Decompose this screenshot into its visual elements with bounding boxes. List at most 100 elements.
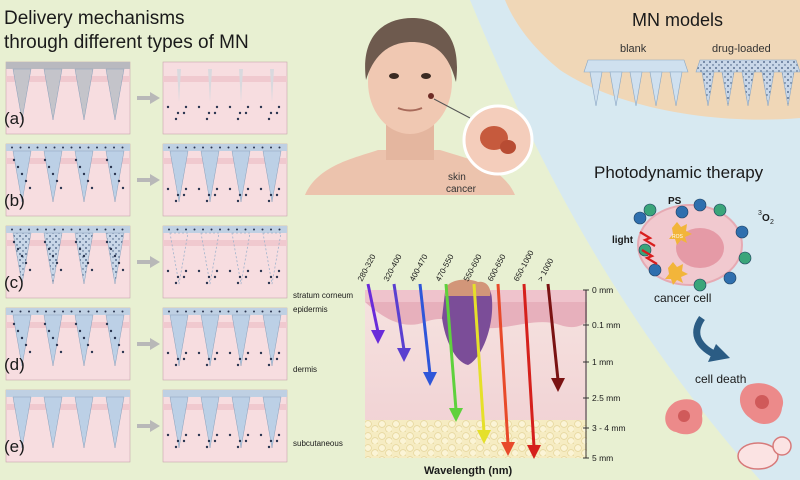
dead-cell-1-nucleus bbox=[678, 410, 690, 422]
backing-drug-particle bbox=[45, 310, 47, 313]
drug-particle bbox=[113, 172, 117, 176]
backing-drug-particle bbox=[193, 310, 196, 313]
photodynamic-therapy-panel: Photodynamic therapy ROS PS light 3 O 2 … bbox=[594, 163, 792, 470]
drug-particle bbox=[228, 269, 232, 273]
drug-particle bbox=[238, 439, 242, 443]
drug-particle bbox=[12, 322, 16, 326]
mn-backing-layer bbox=[6, 144, 130, 151]
drug-particle bbox=[184, 433, 188, 437]
backing-drug-particle bbox=[270, 146, 272, 149]
drug-particle bbox=[28, 268, 32, 272]
backing-drug-particle bbox=[185, 228, 187, 231]
microneedle-pore bbox=[270, 69, 274, 102]
microneedle bbox=[262, 396, 282, 449]
drug-particle bbox=[20, 254, 24, 258]
photosensitizer-bead bbox=[675, 205, 689, 219]
drug-particle bbox=[277, 187, 281, 191]
drug-particle bbox=[24, 261, 28, 265]
backing-drug-particle bbox=[11, 146, 13, 149]
mn-after-panel bbox=[162, 225, 288, 299]
drug-particle bbox=[47, 329, 51, 333]
drug-particle bbox=[275, 439, 279, 443]
drug-particle bbox=[121, 186, 125, 190]
drug-particle bbox=[215, 105, 219, 109]
dead-cell-2-nucleus bbox=[755, 395, 769, 409]
drug-particle bbox=[90, 186, 94, 190]
drug-particle bbox=[246, 105, 250, 109]
backing-drug-particle bbox=[210, 228, 213, 231]
backing-drug-particle bbox=[227, 310, 230, 313]
drug-particle bbox=[236, 281, 240, 285]
depth-tick-label: 2.5 mm bbox=[592, 393, 620, 403]
microneedle-dissolved bbox=[200, 232, 220, 285]
mn-backing-layer bbox=[6, 226, 130, 233]
drug-particle bbox=[43, 322, 47, 326]
depth-axis: 0 mm0.1 mm1 mm2.5 mm3 - 4 mm5 mm bbox=[583, 285, 626, 463]
drug-particle bbox=[174, 445, 178, 449]
arrow-head bbox=[551, 378, 565, 392]
backing-drug-particle bbox=[70, 310, 73, 313]
drug-particle bbox=[176, 275, 180, 279]
transition-arrow-head bbox=[150, 256, 160, 268]
backing-drug-particle bbox=[87, 310, 90, 313]
backing-drug-particle bbox=[79, 228, 81, 231]
pdt-arrow-head bbox=[708, 344, 730, 362]
microneedle bbox=[231, 314, 251, 367]
drug-particle bbox=[277, 105, 281, 109]
drug-particle bbox=[205, 117, 209, 121]
drug-particle bbox=[74, 158, 78, 162]
drug-particle bbox=[267, 199, 271, 203]
transition-arrow-head bbox=[150, 338, 160, 350]
drug-particle bbox=[213, 439, 217, 443]
drug-particle bbox=[182, 357, 186, 361]
backing-drug-particle bbox=[87, 228, 90, 231]
drug-particle bbox=[267, 363, 271, 367]
drug-particle bbox=[184, 269, 188, 273]
drug-particle bbox=[117, 343, 121, 347]
drug-particle bbox=[182, 111, 186, 115]
microneedle bbox=[74, 68, 94, 121]
microneedle bbox=[43, 314, 63, 367]
delivery-mechanisms-panel: Delivery mechanisms through different ty… bbox=[4, 8, 288, 463]
mn-before-panel bbox=[5, 61, 131, 135]
patient-hair bbox=[365, 18, 457, 82]
photosensitizer-bead bbox=[643, 203, 657, 217]
microneedle bbox=[105, 68, 125, 121]
drug-particle bbox=[166, 351, 170, 355]
drug-particle bbox=[47, 165, 51, 169]
microneedle-pore bbox=[208, 69, 212, 102]
microneedle bbox=[74, 150, 94, 203]
photosensitizer-bead bbox=[713, 203, 727, 217]
arrow-shaft bbox=[418, 283, 432, 375]
drug-particle bbox=[228, 105, 232, 109]
arrow-shaft bbox=[444, 283, 458, 411]
skin-surface-band bbox=[163, 404, 287, 410]
backing-drug-particle bbox=[36, 146, 39, 149]
drug-particle bbox=[207, 357, 211, 361]
backing-drug-particle bbox=[168, 228, 170, 231]
tumor-small bbox=[500, 140, 516, 154]
mn-before-panel bbox=[5, 389, 131, 463]
drug-particle bbox=[43, 240, 47, 244]
arrow-head bbox=[501, 442, 515, 456]
drug-particle bbox=[51, 336, 55, 340]
drug-particle bbox=[207, 193, 211, 197]
drug-particle bbox=[176, 193, 180, 197]
skin-surface-band bbox=[163, 240, 287, 246]
microneedle bbox=[43, 150, 63, 203]
drug-particle bbox=[228, 351, 232, 355]
backing-drug-particle bbox=[11, 228, 13, 231]
drug-particle bbox=[228, 187, 232, 191]
depth-tick-label: 0 mm bbox=[592, 285, 613, 295]
drug-particle bbox=[213, 111, 217, 115]
skin-surface-band bbox=[163, 322, 287, 328]
mn-needle bbox=[781, 71, 795, 107]
backing-drug-particle bbox=[261, 146, 264, 149]
drug-particle bbox=[213, 275, 217, 279]
backing-drug-particle bbox=[168, 146, 170, 149]
tumor-surface bbox=[445, 279, 491, 296]
transition-arrow-head bbox=[150, 420, 160, 432]
drug-particle bbox=[105, 158, 109, 162]
drug-particle bbox=[269, 357, 273, 361]
drug-particle bbox=[24, 343, 28, 347]
